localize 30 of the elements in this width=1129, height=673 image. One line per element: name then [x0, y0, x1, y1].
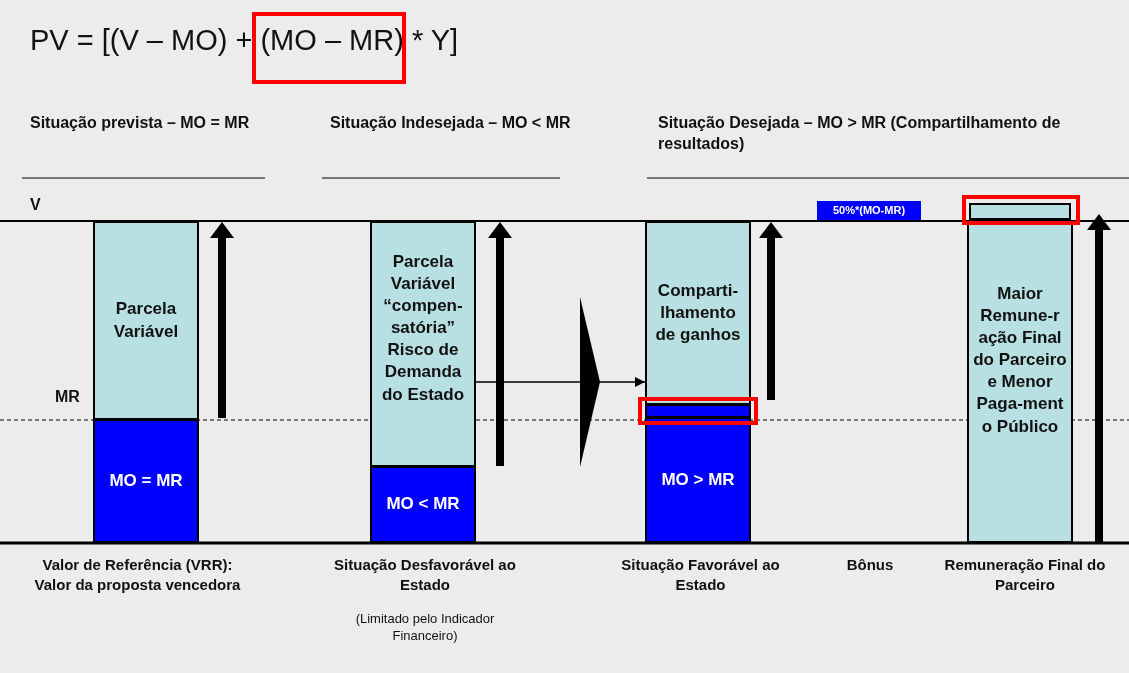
bar-segment — [645, 221, 751, 405]
bar-segment — [93, 221, 199, 420]
caption: (Limitado pelo Indicador Financeiro) — [354, 611, 496, 645]
bar-segment — [370, 466, 476, 543]
caption: Situação Desfavorável ao Estado — [333, 555, 517, 594]
bar-segment — [370, 221, 476, 467]
bar-label: MO < MR — [385, 493, 461, 516]
bar-label: Comparti- lhamento de ganhos — [654, 279, 742, 347]
bar-segment — [645, 417, 751, 543]
bar-label: MO > MR — [660, 468, 736, 491]
bar-segment — [93, 419, 199, 543]
axis-label: V — [30, 195, 42, 215]
section-heading: Situação Desejada – MO > MR (Compartilhamento de resultados) — [658, 113, 1062, 154]
caption: Remuneração Final do Parceiro — [943, 555, 1107, 594]
bar-label: Maior Remune-r ação Final do Parceiro e Menor Paga-ment o Público — [972, 283, 1068, 438]
caption: Bônus — [845, 555, 895, 575]
bar-label: Parcela Variável “compen- satória” Risco de Demanda do Estado — [380, 251, 466, 406]
value-text: 50%*(MO-MR) — [831, 203, 907, 218]
caption: Valor de Referência (VRR): Valor da proposta vencedora — [33, 555, 242, 594]
chevron-arrow — [475, 297, 646, 467]
axis-label: MR — [55, 387, 81, 407]
caption: Situação Favorável ao Estado — [620, 555, 781, 594]
highlight-bar — [969, 203, 1071, 220]
value-tag — [817, 201, 921, 220]
section-heading: Situação Indesejada – MO < MR — [330, 113, 572, 133]
highlight-bar — [645, 404, 751, 418]
bar-label: Parcela Variável — [112, 298, 180, 343]
bar-label: MO = MR — [108, 469, 184, 492]
formula: PV = [(V – MO) + (MO – MR) * Y] — [30, 24, 459, 57]
section-heading: Situação prevista – MO = MR — [30, 113, 251, 133]
